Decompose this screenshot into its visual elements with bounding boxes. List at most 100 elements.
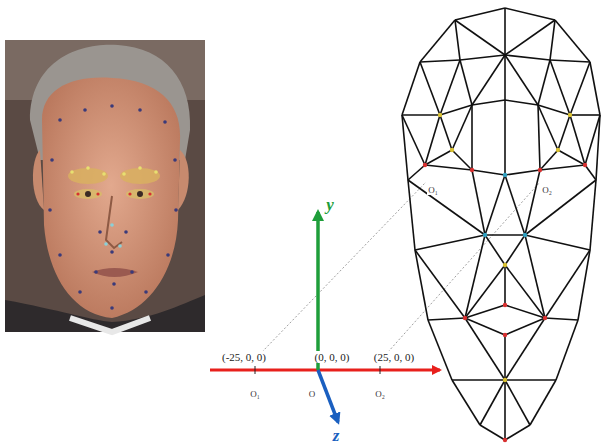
mesh-vertex [556, 148, 560, 152]
mesh-edge [408, 180, 485, 235]
origin-label: O₁ [249, 389, 261, 399]
mesh-edge [428, 320, 452, 380]
leader-line [262, 182, 426, 352]
mesh-edge [504, 100, 506, 175]
mesh-edge [525, 180, 596, 235]
mesh-edge [555, 20, 590, 62]
mesh-edge [505, 100, 538, 105]
mesh-edge [425, 150, 452, 165]
mesh-edge [472, 55, 505, 105]
mesh-edge [538, 105, 558, 150]
mesh-edge [590, 180, 596, 250]
mesh-edge [472, 170, 505, 175]
mesh-vertex [568, 113, 572, 117]
mesh-edge [465, 318, 505, 380]
mesh-edge [505, 20, 555, 55]
mesh-vertex [503, 173, 507, 177]
origin-label: O₂ [541, 185, 553, 195]
mesh-edge [452, 150, 472, 170]
mesh-edge [550, 20, 555, 60]
mesh-edge [550, 60, 570, 115]
mesh-edge [420, 62, 440, 115]
mesh-edge [452, 379, 505, 381]
mesh-vertex [583, 163, 587, 167]
mesh-edge [408, 180, 415, 250]
label-anchor: O₁ [427, 179, 439, 197]
mesh-edge [440, 105, 472, 115]
mesh-edge [505, 380, 530, 425]
mesh-edge [570, 62, 590, 115]
mesh-edge [558, 150, 585, 165]
mesh-edge [504, 380, 506, 440]
mesh-edge [504, 265, 506, 305]
mesh-edge [556, 320, 578, 380]
mesh-edge [465, 265, 505, 318]
mesh-edge [590, 62, 600, 115]
mesh-edge [420, 20, 455, 62]
mesh-edge [402, 62, 420, 115]
mesh-edge [505, 235, 525, 265]
mesh-edge [402, 115, 425, 165]
coordinate-label: (0, 0, 0) [314, 351, 351, 363]
mesh-edge [415, 250, 465, 318]
mesh-edge [540, 165, 585, 170]
z-axis [318, 370, 338, 422]
mesh-vertex [523, 233, 527, 237]
origin-label: O₂ [374, 389, 386, 399]
mesh-edge [558, 115, 570, 150]
mesh-edge [472, 100, 505, 105]
mesh-vertex [543, 316, 547, 320]
face-mesh [402, 8, 600, 442]
mesh-edge [408, 165, 425, 180]
mesh-edge [471, 105, 473, 170]
mesh-edge [504, 8, 506, 55]
mesh-edge [540, 150, 558, 170]
x-axis [210, 369, 440, 372]
mesh-edge [545, 318, 578, 320]
label-anchor: O [308, 383, 317, 401]
mesh-vertex [483, 233, 487, 237]
mesh-vertex [423, 163, 427, 167]
mesh-vertex [503, 438, 507, 442]
coordinate-label: (25, 0, 0) [373, 351, 415, 363]
mesh-edge [538, 105, 540, 170]
mesh-edge [485, 235, 505, 265]
mesh-edge [428, 318, 465, 320]
coordinate-label: (-25, 0, 0) [221, 351, 267, 363]
axis-ticks [255, 366, 380, 374]
mesh-edge [504, 335, 506, 380]
label-anchor: O₂ [374, 383, 386, 401]
mesh-edge [440, 60, 460, 115]
mesh-vertex [438, 113, 442, 117]
label-anchor: (-25, 0, 0) [221, 347, 267, 365]
mesh-edge [505, 8, 555, 20]
mesh-edge [505, 305, 545, 318]
mesh-edge [505, 175, 525, 235]
mesh-edge [545, 250, 590, 318]
mesh-vertex [470, 168, 474, 172]
mesh-edge [570, 114, 600, 116]
mesh-edge [460, 55, 505, 60]
mesh-edge [460, 60, 472, 105]
mesh-edge [485, 234, 525, 236]
mesh-edge [538, 105, 570, 115]
mesh-edge [538, 60, 550, 105]
label-anchor: (25, 0, 0) [373, 347, 415, 365]
label-anchor: O₁ [249, 383, 261, 401]
label-anchor: z [332, 427, 341, 445]
mesh-edge [505, 379, 556, 381]
mesh-vertex [503, 263, 507, 267]
mesh-vertex [503, 378, 507, 382]
mesh-edge [480, 425, 505, 440]
mesh-edge [530, 380, 556, 425]
label-anchor: (0, 0, 0) [314, 347, 351, 365]
mesh-edge [455, 20, 460, 60]
mesh-edge [550, 60, 590, 62]
y-axis [316, 212, 320, 370]
mesh-vertex [463, 316, 467, 320]
mesh-edge [504, 55, 506, 100]
mesh-edge [425, 165, 472, 170]
mesh-edge [485, 175, 505, 235]
